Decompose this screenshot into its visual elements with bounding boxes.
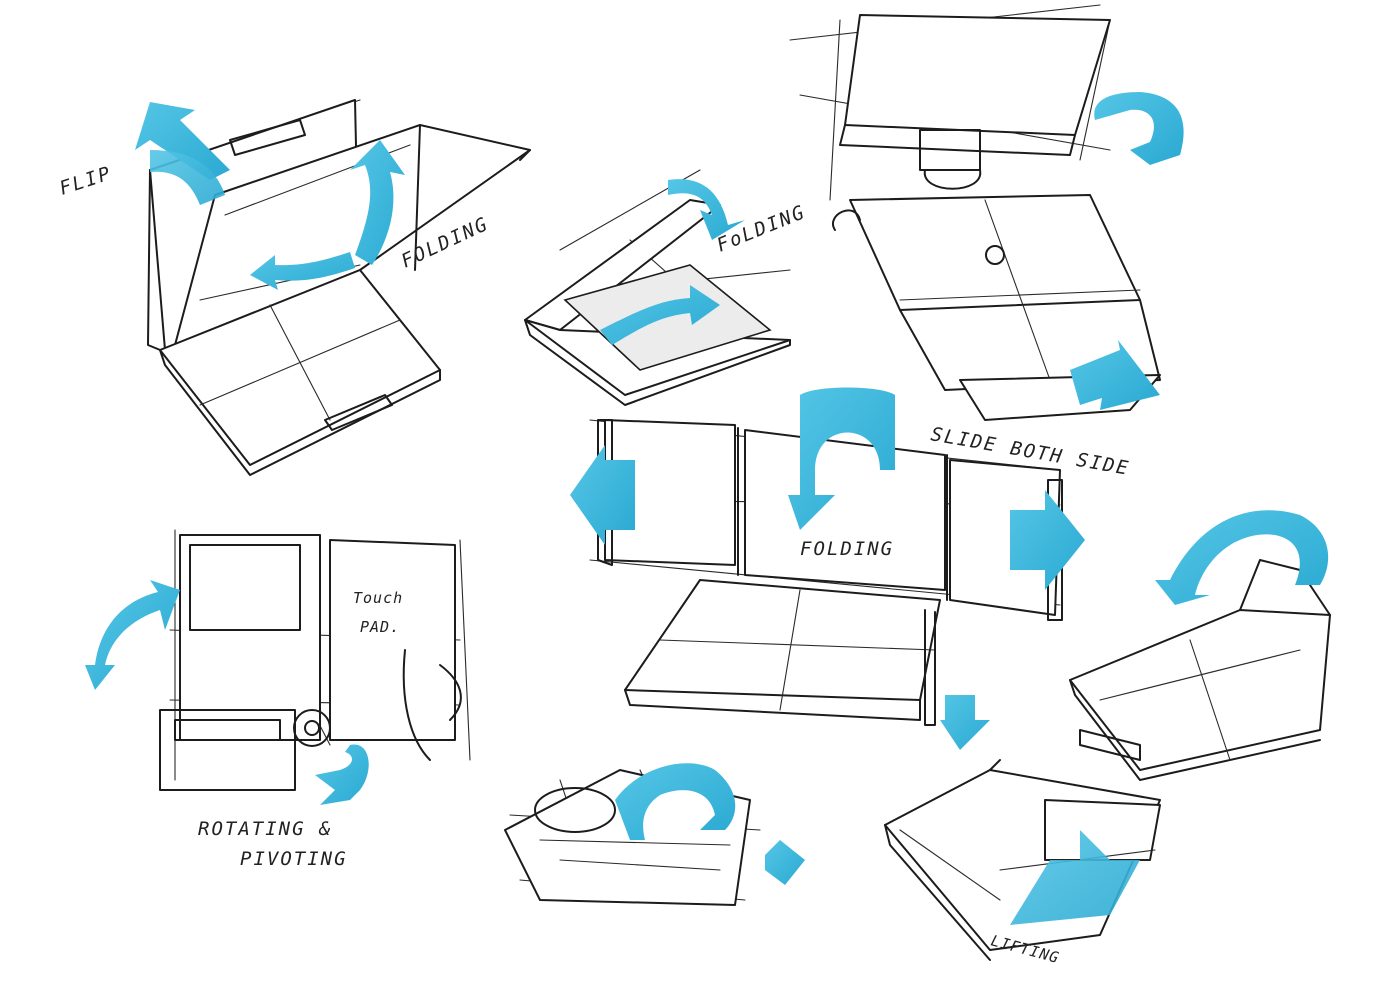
- sketch-side-lift-stand: [1070, 510, 1330, 780]
- sketch-touch-pad-rotating: Touch PAD. ROTATING & PIVOTING: [85, 530, 470, 870]
- label-rotating: ROTATING &: [198, 818, 332, 840]
- sketch-pivot-monitor: [790, 5, 1184, 420]
- sketch-folding-stand: FoLDING: [525, 170, 809, 405]
- label-touch: Touch: [353, 589, 403, 607]
- label-folding-3: FOLDING: [800, 538, 894, 560]
- label-pivoting: PIVOTING: [240, 848, 348, 870]
- sketch-slide-both-side: SLIDE BOTH SIDE FOLDING: [570, 388, 1131, 751]
- sketch-lifting: LIFTING: [885, 760, 1160, 967]
- sketch-rotating-platter: [505, 763, 805, 905]
- label-pad: PAD.: [360, 618, 400, 636]
- sketch-flip-folding-laptop: FLIP FOLDING: [57, 100, 530, 475]
- label-flip: FLIP: [57, 162, 115, 200]
